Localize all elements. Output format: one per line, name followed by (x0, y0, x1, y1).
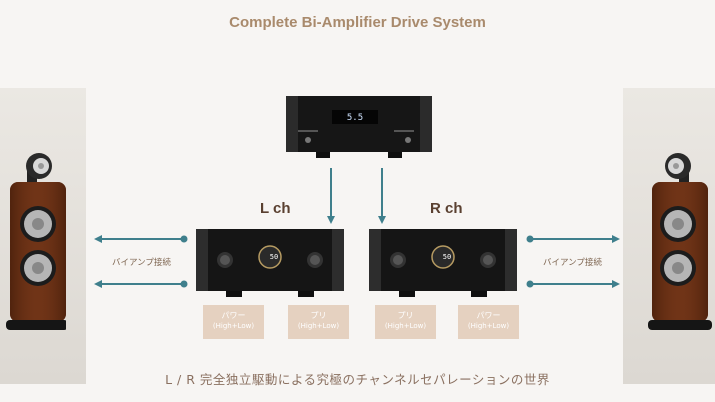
tag-line1: プリ (310, 311, 327, 320)
right-amplifier-icon (369, 229, 517, 297)
preamp-display: 5.5 (346, 113, 364, 123)
right-channel-label: R ch (430, 200, 463, 217)
left-speaker-icon (6, 153, 66, 330)
tag-line2: (High+Low) (467, 322, 510, 330)
diagram-caption: L / R 完全独立駆動による究極のチャンネルセパレーションの世界 (165, 372, 550, 387)
right-speaker-icon (648, 153, 712, 330)
tag-left-pre: プリ (High+Low) (288, 305, 349, 339)
right-amp-display: 50 (442, 253, 452, 261)
tag-line1: パワー (221, 311, 246, 320)
tag-left-power: パワー (High+Low) (203, 305, 264, 339)
left-amplifier-icon (196, 229, 344, 297)
diagram-title: Complete Bi-Amplifier Drive System (229, 14, 486, 31)
tag-right-power: パワー (High+Low) (458, 305, 519, 339)
biamp-label-right: バイアンプ接続 (543, 258, 602, 268)
left-amp-display: 50 (269, 253, 279, 261)
tag-line1: パワー (476, 311, 501, 320)
tag-line2: (High+Low) (212, 322, 255, 330)
tag-line2: (High+Low) (384, 322, 427, 330)
tag-line2: (High+Low) (297, 322, 340, 330)
tag-line1: プリ (397, 311, 414, 320)
biamp-label-left: バイアンプ接続 (112, 258, 171, 268)
left-channel-label: L ch (260, 200, 291, 217)
tag-right-pre: プリ (High+Low) (375, 305, 436, 339)
preamplifier-icon (286, 96, 432, 158)
